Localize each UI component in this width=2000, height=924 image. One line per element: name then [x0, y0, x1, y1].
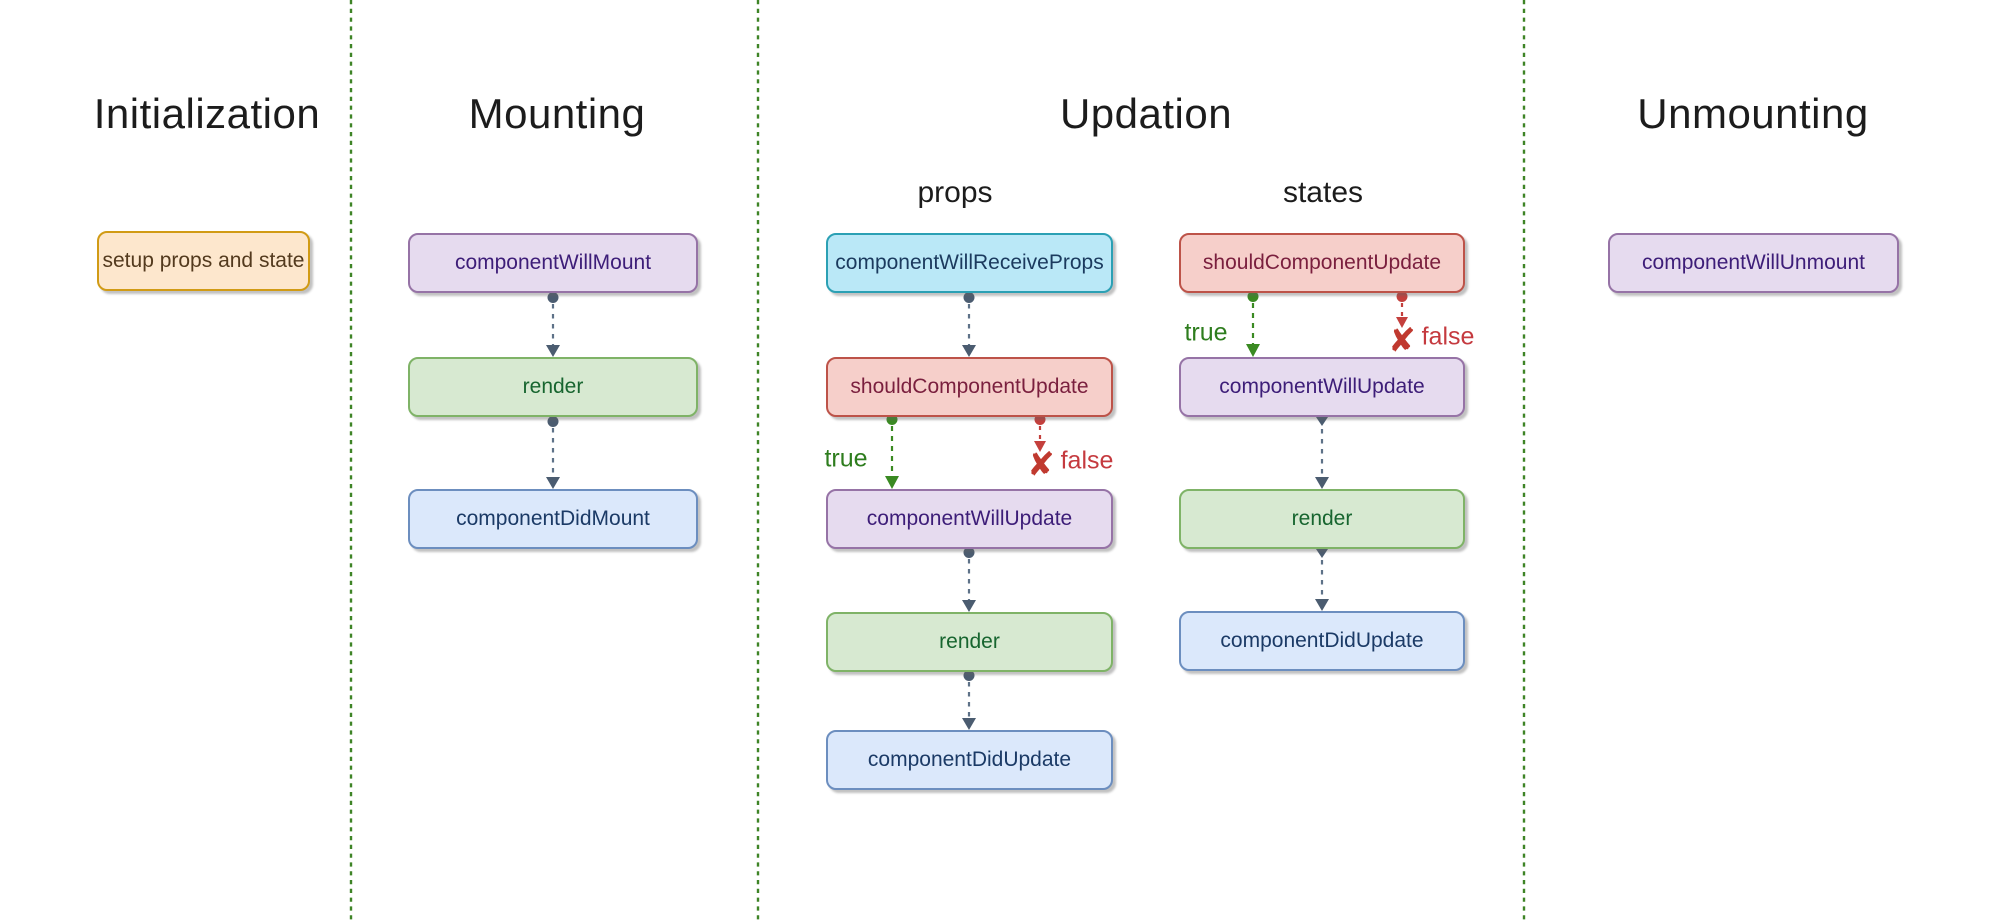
connector-render-didupdate-states — [1315, 549, 1329, 611]
node-render-mounting: render — [408, 357, 698, 417]
column-heading-states: states — [1282, 176, 1364, 209]
true-branch-label-states: true — [1184, 318, 1228, 347]
node-component-will-update-props: componentWillUpdate — [826, 489, 1113, 549]
node-component-will-update-states: componentWillUpdate — [1179, 357, 1465, 417]
connector-render-didmount — [546, 416, 560, 489]
node-component-will-unmount: componentWillUnmount — [1608, 233, 1899, 293]
node-should-component-update-props: shouldComponentUpdate — [826, 357, 1113, 417]
connector-willmount-render — [546, 292, 560, 357]
column-heading-props: props — [917, 176, 993, 209]
section-title-updation: Updation — [1059, 90, 1233, 137]
connector-render-didupdate-props — [962, 670, 976, 730]
section-title-initialization: Initialization — [93, 90, 321, 137]
node-component-did-update-props: componentDidUpdate — [826, 730, 1113, 790]
flow-connectors — [546, 292, 1329, 730]
true-branches — [885, 291, 1260, 489]
branch-true-props — [885, 414, 899, 489]
node-setup-props-and-state: setup props and state — [97, 231, 310, 291]
connector-willupdate-render-states — [1315, 417, 1329, 489]
node-component-will-mount: componentWillMount — [408, 233, 698, 293]
false-branch-label-states: false — [1421, 322, 1475, 351]
node-component-will-receive-props: componentWillReceiveProps — [826, 233, 1113, 293]
true-branch-label-props: true — [824, 444, 868, 473]
node-component-did-update-states: componentDidUpdate — [1179, 611, 1465, 671]
section-title-unmounting: Unmounting — [1637, 90, 1869, 137]
node-render-props: render — [826, 612, 1113, 672]
false-x-icon-props: ✘ — [1027, 444, 1055, 484]
node-render-states: render — [1179, 489, 1465, 549]
section-title-mounting: Mounting — [468, 90, 646, 137]
connector-receiveprops-shouldupdate — [962, 292, 976, 357]
connector-willupdate-render-props — [962, 547, 976, 612]
false-branch-label-props: false — [1060, 446, 1114, 475]
branch-false-states — [1396, 291, 1408, 328]
node-should-component-update-states: shouldComponentUpdate — [1179, 233, 1465, 293]
branch-true-states — [1246, 291, 1260, 357]
node-component-did-mount: componentDidMount — [408, 489, 698, 549]
false-x-icon-states: ✘ — [1388, 320, 1416, 360]
